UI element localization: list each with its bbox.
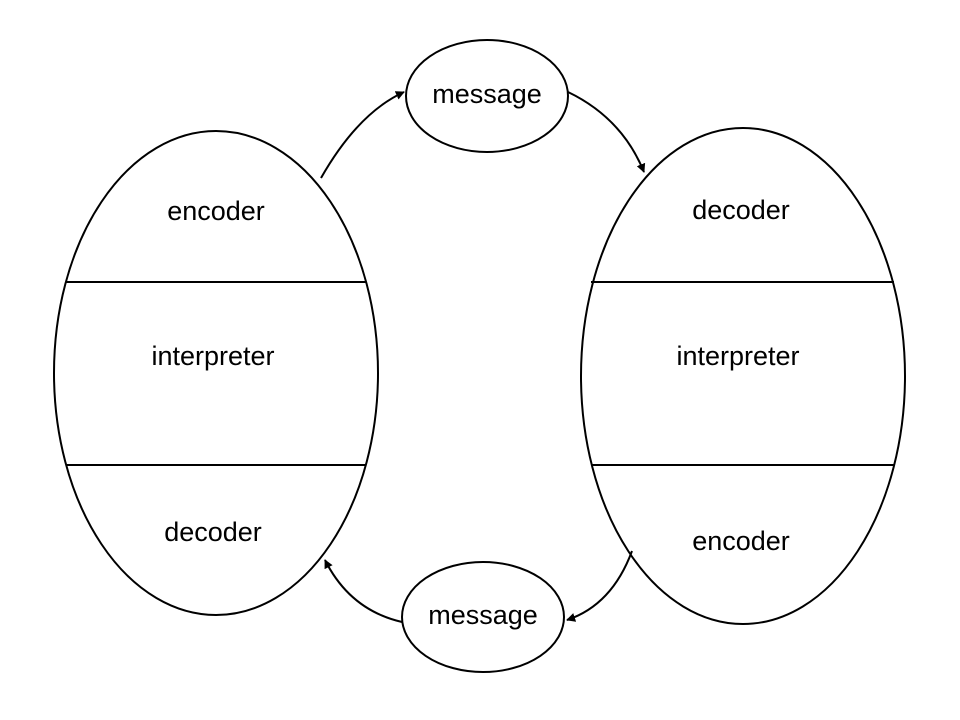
top-message: message [405, 39, 569, 153]
top-message-ellipse [405, 39, 569, 153]
left-participant: encoder interpreter decoder [53, 130, 379, 616]
right-participant: decoder interpreter encoder [580, 127, 906, 625]
arrow-bottom-message-to-left [324, 559, 403, 623]
left-encoder-label: encoder [167, 196, 265, 226]
right-interpreter-label: interpreter [676, 341, 799, 371]
arrow-left-to-top-message [320, 91, 405, 179]
right-encoder-label: encoder [692, 526, 790, 556]
arrow-top-message-to-right [567, 91, 646, 173]
right-decoder-label: decoder [692, 195, 790, 225]
arrow-right-to-bottom-message [566, 550, 633, 622]
left-interpreter-label: interpreter [151, 341, 274, 371]
bottom-message: message [401, 561, 565, 673]
bottom-message-label: message [428, 600, 538, 630]
left-participant-ellipse [53, 130, 379, 616]
right-participant-ellipse [580, 127, 906, 625]
left-decoder-label: decoder [164, 517, 262, 547]
top-message-label: message [432, 79, 542, 109]
bottom-message-ellipse [401, 561, 565, 673]
